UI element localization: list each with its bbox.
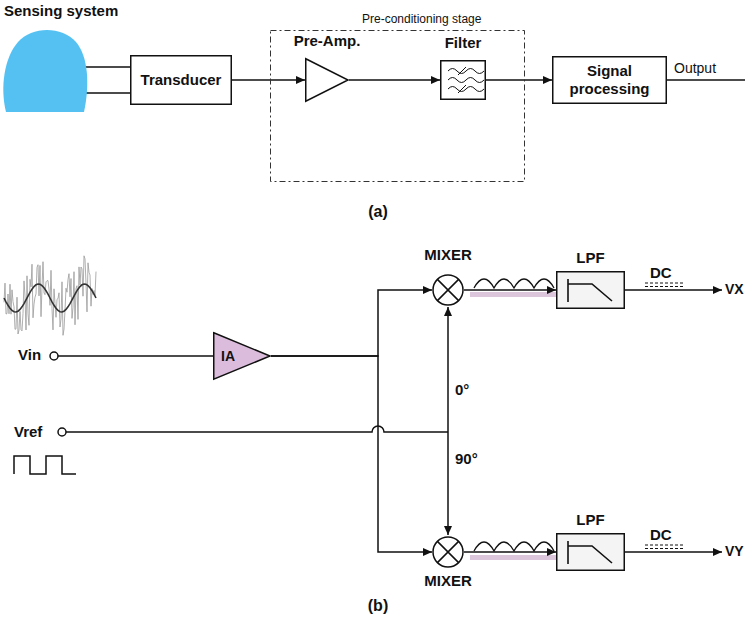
mixer-cross [437,279,458,300]
signal-label: VX [725,281,744,297]
output-wire [667,79,745,81]
signal-label: (b) [368,597,388,615]
mixer-circle-outline [432,274,464,306]
mixer-cross [437,541,458,562]
sine-trace [4,284,96,312]
process-box: Transducer [130,55,232,105]
sensing-blob-outline [0,28,90,112]
filter-box: Filter [440,60,486,100]
signal-label: VY [725,543,744,559]
lowpass-box-outline [556,271,625,309]
mixer-circle: MIXER [432,274,464,306]
blob-shape [3,30,87,112]
vin-wire [58,355,213,357]
mixer-outline [433,537,463,567]
node-heading: Pre-conditioning stage [362,12,481,26]
lowpass-box: LPF [556,533,625,571]
filter-box-outline [440,60,486,100]
filter-wave [448,87,484,92]
stage-group: Pre-conditioning stagePre-Amp.Filter [270,30,525,182]
filter-wave [448,69,484,74]
lowpass-box: LPF [556,271,625,309]
signal-connector [271,356,432,552]
node-heading: MIXER [424,246,472,263]
signal-connector [464,289,556,291]
stage-group-outline [270,30,525,182]
box-outline [557,272,625,309]
signal-label: DC [650,264,672,281]
node-label: Signal processing [558,62,661,98]
mixer-circle-outline [432,536,464,568]
filter-wave [448,78,484,83]
mixer-circle: MIXER [432,536,464,568]
noise-trace [4,256,96,335]
triangle-outline [306,59,348,102]
signal-label: Vin [18,346,41,363]
signal-label: 90° [455,450,478,467]
mixer-ripple [470,279,556,560]
node-heading: MIXER [424,572,472,589]
box-outline [553,57,667,104]
node-label: IA [221,348,235,364]
dc-outputs [625,283,722,552]
node-heading: LPF [576,511,604,528]
box-outline [131,56,232,105]
dashed-outline [271,31,525,182]
node-label: Transducer [136,71,226,89]
phase-90-arrow [447,432,449,535]
sensing-blob: Sensing system [0,28,90,112]
lpf-curve [568,279,612,302]
input-terminals [50,352,66,436]
amplifier-triangle: Pre-Amp. [305,58,349,102]
signal-label: (a) [368,203,388,221]
vref-wire [66,426,448,432]
signal-label: Output [674,60,716,76]
mixer-outline [433,275,463,305]
lpf-curve [568,541,612,564]
signal-label: DC [650,526,672,543]
node-heading: LPF [576,249,604,266]
node-heading: Filter [445,34,482,51]
amplifier-triangle: IA [213,332,271,380]
box-outline [441,61,486,100]
node-heading: Sensing system [4,2,118,19]
signal-label: 0° [455,381,469,398]
signal-connector [349,79,440,81]
node-heading: Pre-Amp. [294,32,361,49]
filter-strike [458,67,466,93]
signal-connector [271,290,432,356]
triangle-outline [214,333,270,380]
amplifier-triangle-outline [305,58,349,102]
phase-0-arrow [447,307,449,432]
signal-label: Vref [14,423,42,440]
lowpass-box-outline [556,533,625,571]
signal-connector [464,551,556,553]
noisy-signal [4,256,96,335]
signal-connector [486,79,552,81]
box-outline [557,534,625,571]
process-box: Signal processing [552,56,667,104]
signal-connector [232,79,305,81]
square-wave [14,456,76,474]
